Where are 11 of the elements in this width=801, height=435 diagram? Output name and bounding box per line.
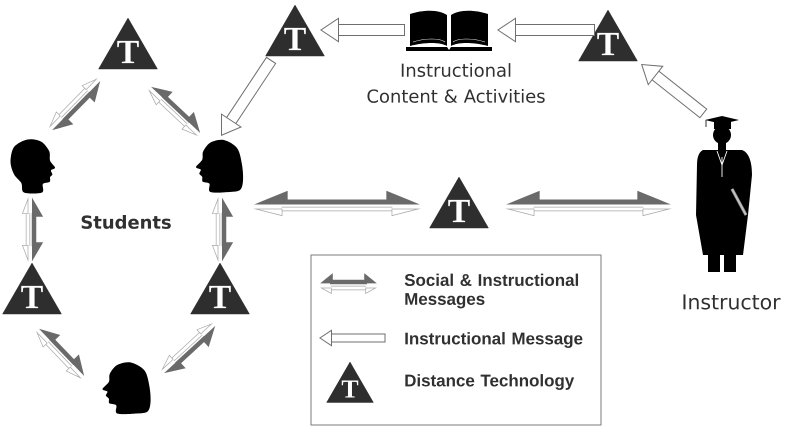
group-label: Students	[82, 215, 171, 229]
figure-caption: Instructor	[683, 294, 781, 310]
hollow-arrow	[220, 59, 274, 136]
book-caption: Instructional Content & Activities	[367, 63, 545, 103]
legend-text: Instructional Message	[405, 332, 582, 348]
legend-text: Social & Instructional Messages	[404, 274, 578, 308]
head-silhouette	[10, 139, 56, 194]
head-silhouette	[196, 140, 244, 193]
legend-text: Distance Technology	[405, 374, 574, 390]
head-silhouette	[102, 362, 151, 414]
hollow-arrow	[641, 64, 705, 116]
